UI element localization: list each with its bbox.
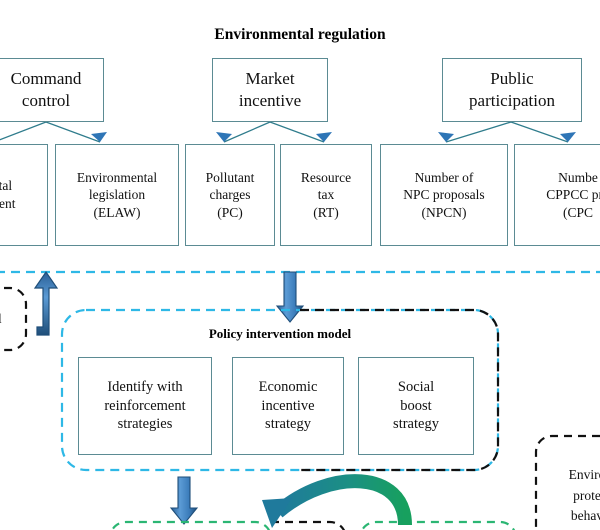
indicator-label-line-1: Pollutant: [205, 169, 255, 185]
indicator-label-line-2: charges: [209, 187, 251, 203]
strategy-label-line-3: strategies: [117, 416, 173, 433]
indicator-label-line-2: ment: [0, 196, 16, 211]
bottom-left-green-dashed-box-dark: [271, 520, 346, 530]
indicator-label-line-3: (CPC: [562, 204, 593, 220]
category-label-line-2: control: [21, 91, 71, 110]
category-label-line-2: participation: [469, 91, 555, 110]
category-label-line-1: Command: [10, 68, 82, 88]
indicator-label-line-1: Numbe: [558, 169, 598, 185]
page-title: Environmental regulation: [214, 26, 386, 43]
strategy-label-line-3: strategy: [393, 416, 439, 433]
callout-label-line-2: prote: [573, 487, 600, 503]
policy-intervention-model-frame-black-right: [300, 308, 500, 472]
category-box-public-participation[interactable]: Public participation: [442, 58, 582, 122]
left-clipped-callout-frame: [0, 286, 28, 352]
indicator-label-line-2: CPPCC pro: [546, 187, 600, 203]
callout-label-line-3: behav: [570, 508, 600, 524]
arrow-down-from-policy-model: [169, 476, 199, 525]
left-clipped-callout-text: l: [0, 305, 24, 333]
strategy-box-identify-reinforcement[interactable]: Identify with reinforcement strategies: [78, 357, 212, 455]
indicator-label-line-1: ntal: [0, 178, 13, 194]
left-clipped-callout-line-1: l: [0, 311, 2, 327]
indicator-box-pollutant-charges[interactable]: Pollutant charges (PC): [185, 144, 275, 246]
category-label-line-1: Market: [245, 68, 295, 88]
strategy-box-economic-incentive[interactable]: Economic incentive strategy: [232, 357, 344, 455]
indicator-label-line-3: (NPCN): [421, 204, 467, 220]
indicator-label-line-2: NPC proposals: [403, 187, 485, 203]
strategy-label-line-1: Identify with: [107, 378, 183, 395]
indicator-label-line-3: (PC): [217, 204, 243, 220]
category-label-line-2: incentive: [238, 91, 302, 110]
indicator-label-line-3: (ELAW): [93, 204, 141, 220]
indicator-label-line-1: Environmental: [76, 169, 158, 185]
strategy-label-line-1: Economic: [258, 378, 318, 395]
indicator-box-npc-proposals[interactable]: Number of NPC proposals (NPCN): [380, 144, 508, 246]
indicator-box-resource-tax[interactable]: Resource tax (RT): [280, 144, 372, 246]
category-box-command-control[interactable]: Command control: [0, 58, 104, 122]
indicator-box-cppcc-proposals[interactable]: Numbe CPPCC pro (CPC: [514, 144, 600, 246]
category-label-line-1: Public: [490, 68, 534, 88]
strategy-box-social-boost[interactable]: Social boost strategy: [358, 357, 474, 455]
environmental-protection-behavior-text: Enviro prote behav: [552, 444, 600, 530]
curved-feedback-arrow: [262, 474, 412, 528]
strategy-label-line-2: incentive: [261, 397, 315, 414]
indicator-box-environmental-legislation[interactable]: Environmental legislation (ELAW): [55, 144, 179, 246]
strategy-label-line-2: boost: [400, 397, 432, 414]
category-to-indicator-connectors: [0, 121, 569, 143]
arrow-down-to-policy-model: [275, 271, 305, 323]
indicator-label-line-2: tax: [317, 187, 335, 203]
bottom-right-green-dashed-box: [360, 520, 516, 530]
policy-intervention-model-label: Policy intervention model: [208, 326, 352, 341]
indicator-label-line-2: legislation: [88, 187, 146, 203]
feedback-arrow-up: [33, 270, 59, 336]
indicator-label-line-1: Number of: [414, 169, 474, 185]
connector-arrowheads: [91, 132, 576, 142]
indicator-label-line-3: (RT): [313, 204, 339, 220]
strategy-label-line-3: strategy: [265, 416, 311, 433]
category-box-market-incentive[interactable]: Market incentive: [212, 58, 328, 122]
indicator-box-environmental-investment[interactable]: ntal ment: [0, 144, 48, 246]
strategy-label-line-2: reinforcement: [104, 397, 186, 414]
strategy-label-line-1: Social: [397, 378, 435, 395]
indicator-label-line-1: Resource: [300, 169, 352, 185]
bottom-left-green-dashed-box: [110, 520, 271, 530]
policy-intervention-model-frame: [60, 308, 500, 472]
callout-label-line-1: Enviro: [568, 466, 600, 482]
